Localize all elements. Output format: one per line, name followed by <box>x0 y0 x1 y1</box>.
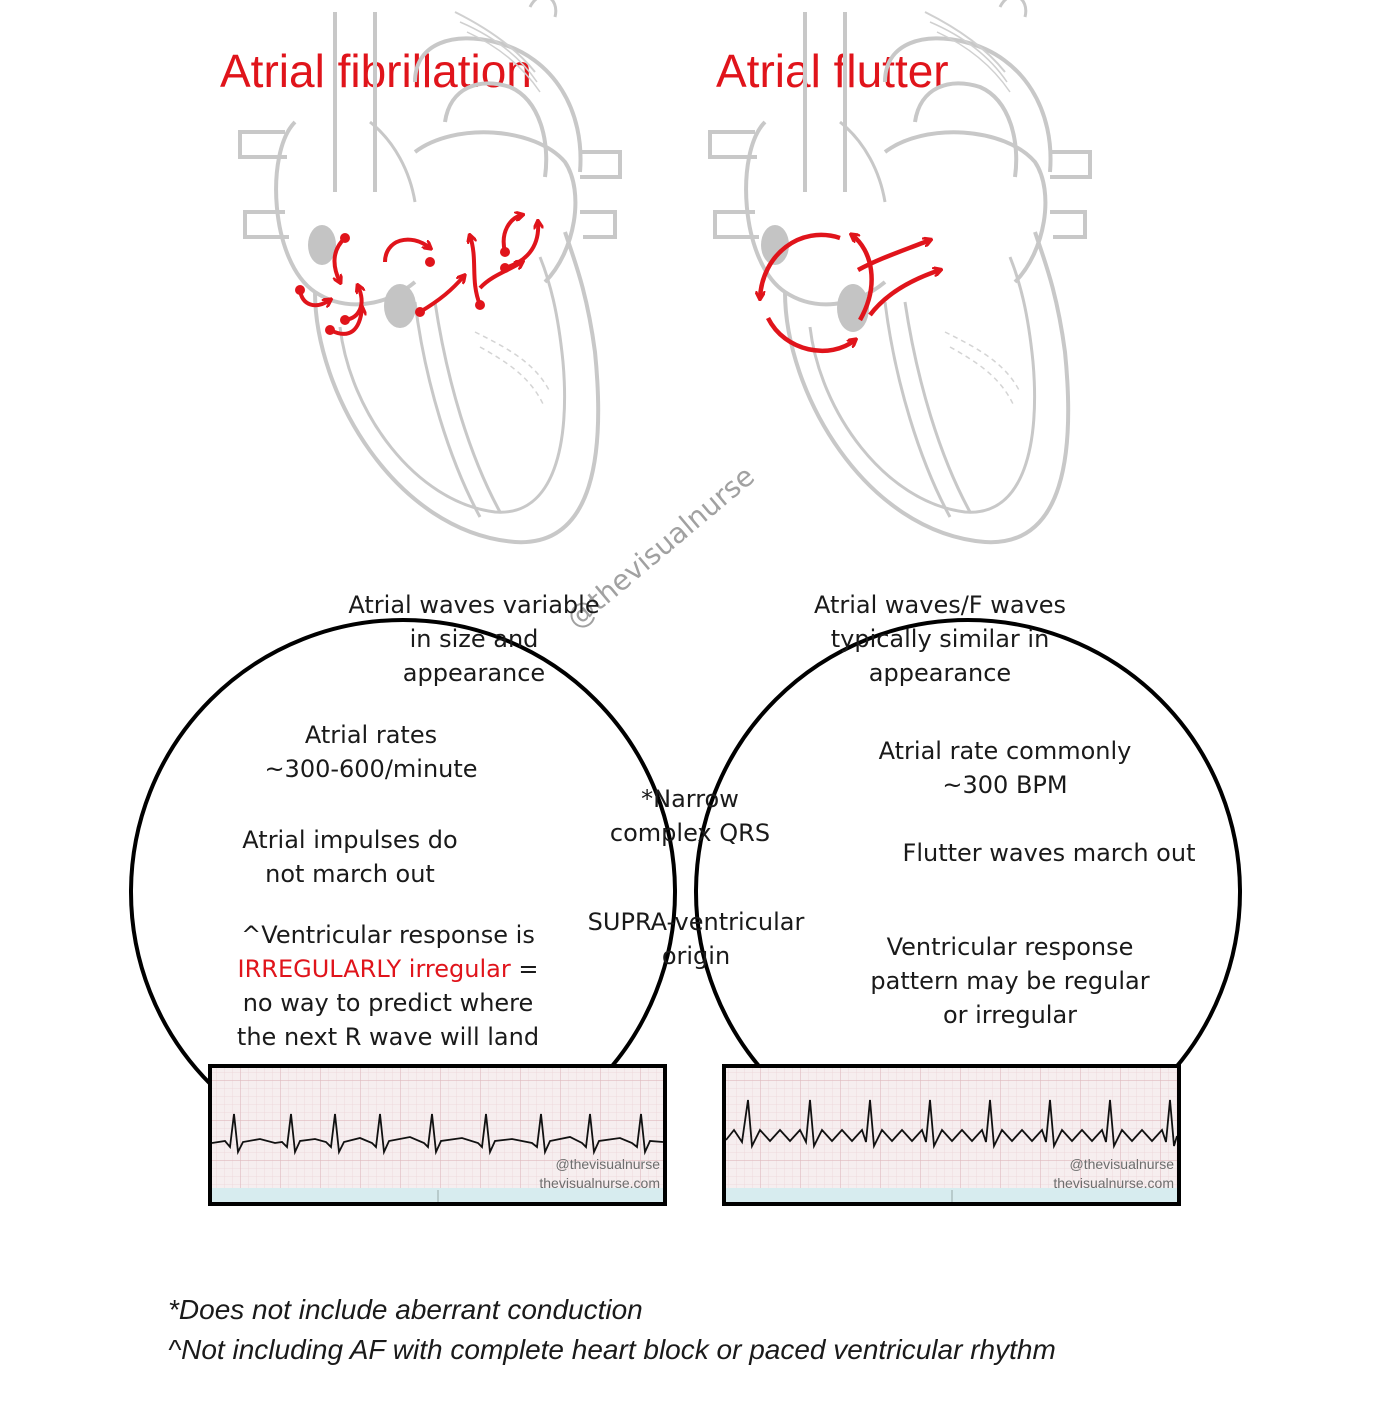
reentry-circuit-arrows-icon <box>760 235 940 354</box>
text-line: complex QRS <box>609 819 771 847</box>
text-line: appearance <box>402 659 546 687</box>
text-line: Atrial rate commonly <box>878 737 1132 765</box>
impulse-origin-dots-icon <box>295 233 510 335</box>
strip-watermark-flutter: @thevisualnurse thevisualnurse.com <box>974 1155 1174 1193</box>
fib-atrial-rates-text: Atrial rates ~300-600/minute <box>240 718 502 786</box>
fib-atrial-impulses-text: Atrial impulses do not march out <box>222 823 478 891</box>
strip-watermark-fibrillation: @thevisualnurse thevisualnurse.com <box>460 1155 660 1193</box>
text-line: or irregular <box>942 1001 1078 1029</box>
text-line: Flutter waves march out <box>902 839 1196 867</box>
text-line: origin <box>661 942 731 970</box>
text-line: not march out <box>265 860 435 888</box>
flutter-atrial-rate-text: Atrial rate commonly ~300 BPM <box>866 734 1144 802</box>
text-line: SUPRA-ventricular <box>587 908 805 936</box>
footnote-aberrant-conduction: *Does not include aberrant conduction <box>168 1294 643 1325</box>
text-line: the next R wave will land <box>236 1023 540 1051</box>
fib-ventricular-response-text: ^Ventricular response is IRREGULARLY irr… <box>222 918 554 1054</box>
av-node-icon <box>384 284 416 328</box>
text-line: appearance <box>868 659 1012 687</box>
heart-illustration-flutter <box>708 0 1092 545</box>
text-line: ~300-600/minute <box>264 755 478 783</box>
heart-illustration-fibrillation <box>238 0 622 545</box>
text-line: *Narrow <box>641 785 739 813</box>
text-line: no way to predict where <box>242 989 534 1017</box>
text-line: Atrial waves/F waves <box>813 591 1067 619</box>
text-line: Atrial impulses do <box>242 826 458 854</box>
ecg-strip-fibrillation <box>208 1064 667 1206</box>
strip-site: thevisualnurse.com <box>1053 1175 1174 1191</box>
text-line: IRREGULARLY irregular = <box>222 952 554 986</box>
flutter-march-out-text: Flutter waves march out <box>894 836 1204 870</box>
text-line: typically similar in <box>830 625 1050 653</box>
title-atrial-flutter: Atrial flutter <box>716 45 949 97</box>
text-line: ^Ventricular response is <box>241 921 535 949</box>
text-line: Atrial rates <box>304 721 438 749</box>
flutter-atrial-waves-text: Atrial waves/F waves typically similar i… <box>804 588 1076 690</box>
footnote-heart-block: ^Not including AF with complete heart bl… <box>168 1334 1056 1365</box>
sa-node-icon <box>761 225 789 265</box>
fib-atrial-waves-text: Atrial waves variable in size and appear… <box>340 588 608 690</box>
overlap-origin-text: SUPRA-ventricular origin <box>578 905 814 973</box>
text-line: ~300 BPM <box>942 771 1068 799</box>
flutter-ventricular-response-text: Ventricular response pattern may be regu… <box>862 930 1158 1032</box>
ecg-strip-flutter <box>722 1064 1181 1206</box>
text-line: Atrial waves variable <box>348 591 600 619</box>
text-line: in size and <box>409 625 539 653</box>
text-suffix: = <box>510 955 539 983</box>
strip-handle: @thevisualnurse <box>1069 1156 1175 1172</box>
overlap-qrs-text: *Narrow complex QRS <box>590 782 790 850</box>
strip-handle: @thevisualnurse <box>555 1156 661 1172</box>
strip-site: thevisualnurse.com <box>539 1175 660 1191</box>
text-line: pattern may be regular <box>870 967 1150 995</box>
text-line: Ventricular response <box>886 933 1134 961</box>
sa-node-icon <box>308 225 336 265</box>
irregularly-irregular-highlight: IRREGULARLY irregular <box>237 955 511 983</box>
